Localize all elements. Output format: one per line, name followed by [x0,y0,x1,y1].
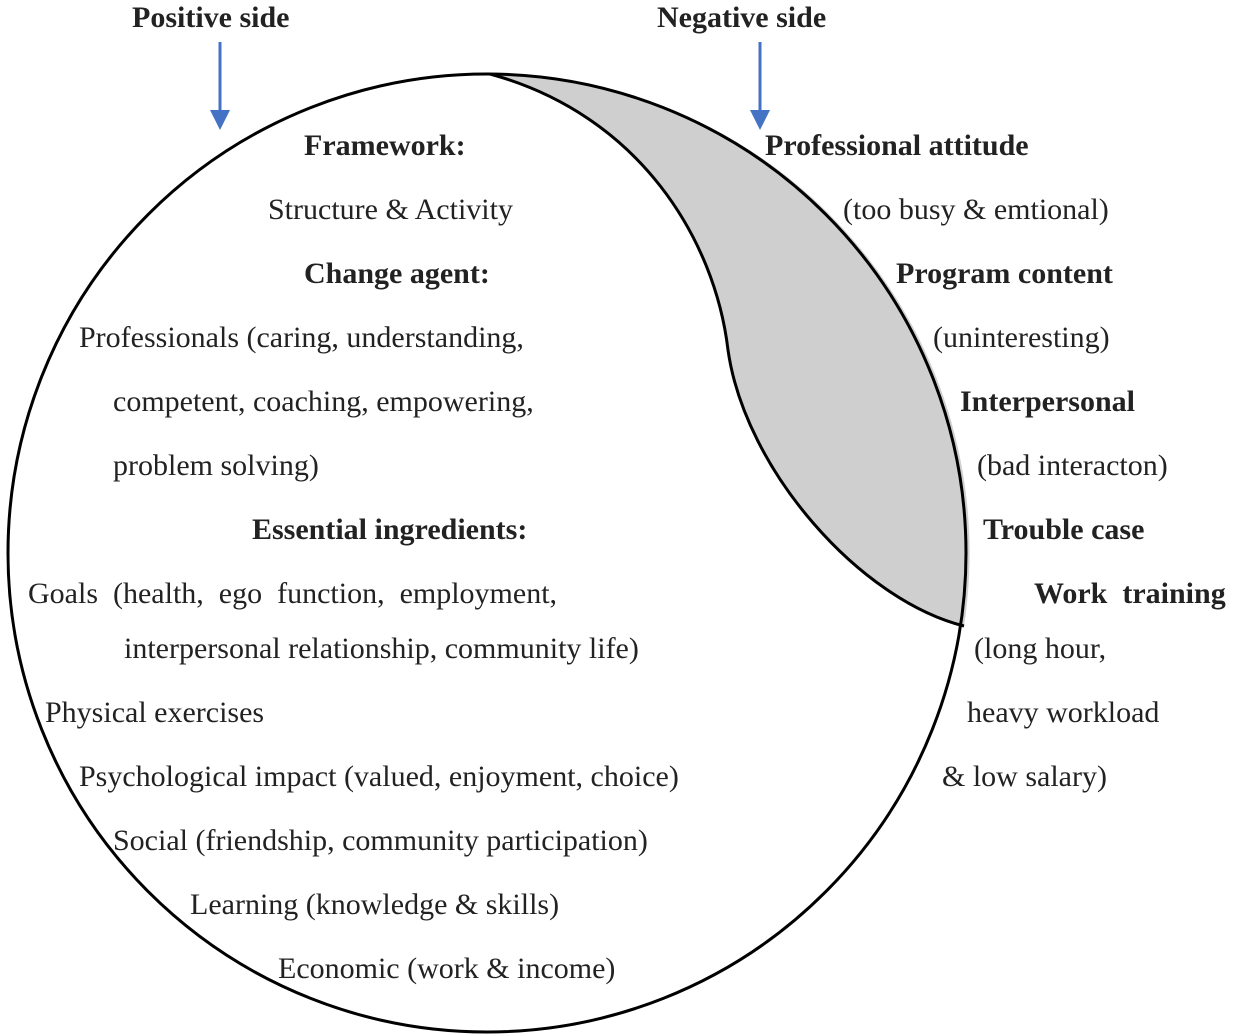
framework-heading: Framework: [304,129,466,162]
dividing-curve [489,72,965,628]
professional-attitude-text: (too busy & emtional) [843,193,1109,226]
work-training-line-1: (long hour, [974,632,1107,665]
change-agent-line-1: Professionals (caring, understanding, [79,321,524,354]
interpersonal-heading: Interpersonal [960,385,1135,418]
trouble-case-heading: Trouble case [983,513,1145,546]
change-agent-line-2: competent, coaching, empowering, [113,385,534,418]
interpersonal-text: (bad interacton) [977,449,1168,482]
change-agent-heading: Change agent: [304,257,490,290]
work-training-heading: Work training [1034,577,1226,610]
learning-item: Learning (knowledge & skills) [190,888,560,921]
negative-arrow-icon [750,42,770,130]
professional-attitude-heading: Professional attitude [765,129,1029,162]
negative-region [490,73,970,626]
negative-side-label: Negative side [657,1,827,34]
physical-exercises: Physical exercises [45,696,265,729]
psychological-impact: Psychological impact (valued, enjoyment,… [79,760,679,793]
economic-item: Economic (work & income) [278,952,616,985]
positive-side-label: Positive side [132,1,290,34]
program-content-text: (uninteresting) [933,321,1110,354]
goals-line-2: interpersonal relationship, community li… [124,632,639,665]
ingredients-heading: Essential ingredients: [252,513,528,546]
change-agent-line-3: problem solving) [113,449,319,482]
goals-line-1: Goals (health, ego function, employment, [28,577,558,610]
work-training-line-2: heavy workload [967,696,1160,729]
work-training-line-3: & low salary) [942,760,1107,793]
program-content-heading: Program content [896,257,1113,290]
main-circle [6,72,968,1034]
positive-arrow-icon [210,42,230,130]
social-item: Social (friendship, community participat… [113,824,648,857]
framework-text: Structure & Activity [268,193,513,226]
